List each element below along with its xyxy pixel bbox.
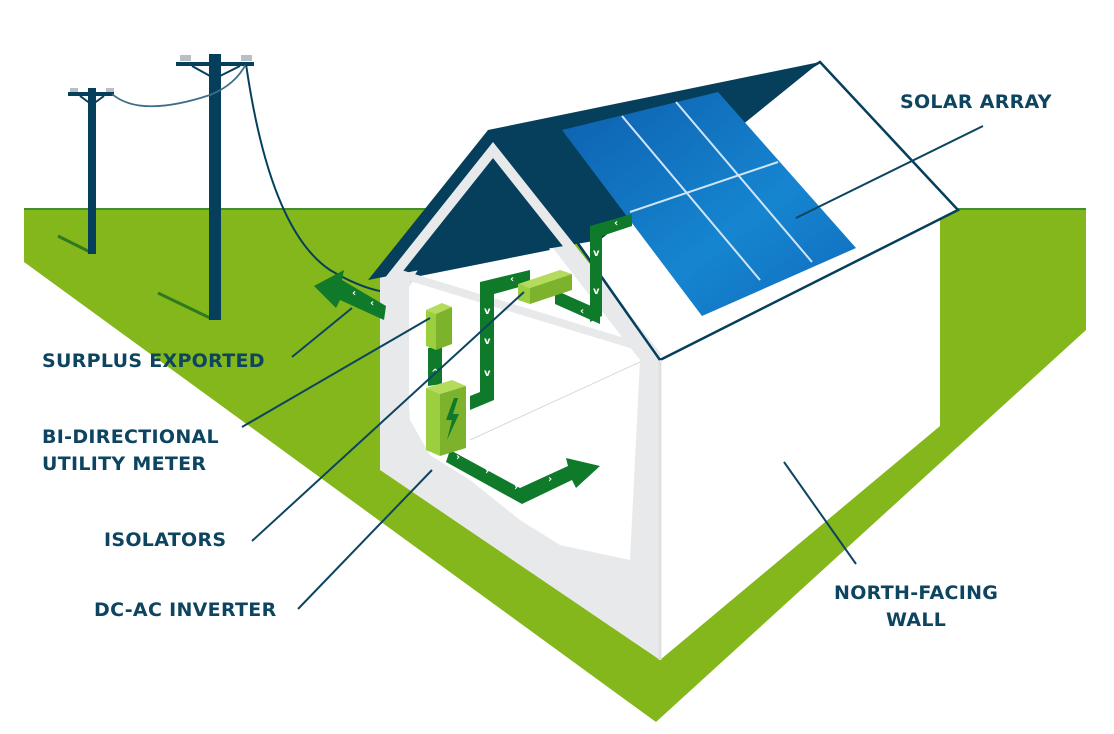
label-solar-array: SOLAR ARRAY — [900, 91, 1052, 113]
flow-inverter-to-load — [446, 450, 600, 504]
label-isolators: ISOLATORS — [104, 529, 227, 551]
leader-solar-array — [795, 125, 984, 219]
energy-flows — [314, 214, 632, 504]
svg-text:›: › — [548, 474, 552, 485]
label-bi-directional-utility-meter: BI-DIRECTIONAL UTILITY METER — [42, 426, 219, 475]
svg-text:‹: ‹ — [614, 218, 618, 229]
power-wire-to-house — [245, 63, 386, 293]
label-surplus-exported: SURPLUS EXPORTED — [42, 350, 265, 372]
isolator-box — [518, 270, 572, 304]
flow-down-to-inverter — [470, 282, 494, 410]
power-pole-large — [157, 54, 254, 320]
leader-north-wall — [783, 461, 857, 565]
leader-utility-meter — [241, 317, 431, 428]
svg-text:›: › — [485, 466, 489, 477]
svg-text:v: v — [593, 248, 600, 259]
flow-inverter-to-meter — [428, 346, 442, 386]
flow-array-to-isolator — [590, 214, 632, 322]
power-wire-between-poles — [111, 63, 247, 108]
flow-isolator-to-down — [555, 290, 600, 324]
leader-lines — [241, 125, 984, 610]
leader-isolators — [251, 291, 525, 542]
leader-inverter — [297, 469, 433, 610]
leader-surplus-exported — [291, 307, 353, 358]
utility-meter — [426, 303, 452, 350]
inverter-box — [426, 380, 466, 456]
panel-grid-lines — [621, 101, 813, 281]
svg-text:‹: ‹ — [370, 298, 374, 309]
svg-text:‹: ‹ — [352, 288, 356, 299]
flow-chevrons: ‹ v v ‹ ‹ v v v ^ › › › › ‹ ‹ — [352, 218, 618, 493]
power-pole-small — [57, 88, 114, 255]
ceiling-beam — [392, 268, 652, 354]
gable-frame — [384, 141, 662, 362]
svg-text:v: v — [484, 368, 491, 379]
svg-text:›: › — [514, 482, 518, 493]
lightning-bolt-icon — [446, 398, 459, 440]
solar-array — [562, 92, 856, 316]
svg-text:‹: ‹ — [510, 274, 514, 285]
svg-text:v: v — [593, 286, 600, 297]
label-north-facing-wall: NORTH-FACING WALL — [834, 582, 999, 631]
power-poles — [57, 54, 386, 320]
north-facing-wall — [660, 208, 940, 660]
label-dc-ac-inverter: DC-AC INVERTER — [94, 599, 277, 621]
solar-panel-frame — [562, 92, 856, 316]
svg-text:v: v — [484, 336, 491, 347]
flow-surplus-exported — [314, 270, 386, 320]
svg-text:‹: ‹ — [580, 306, 584, 317]
svg-text:›: › — [456, 452, 460, 463]
svg-text:v: v — [484, 306, 491, 317]
